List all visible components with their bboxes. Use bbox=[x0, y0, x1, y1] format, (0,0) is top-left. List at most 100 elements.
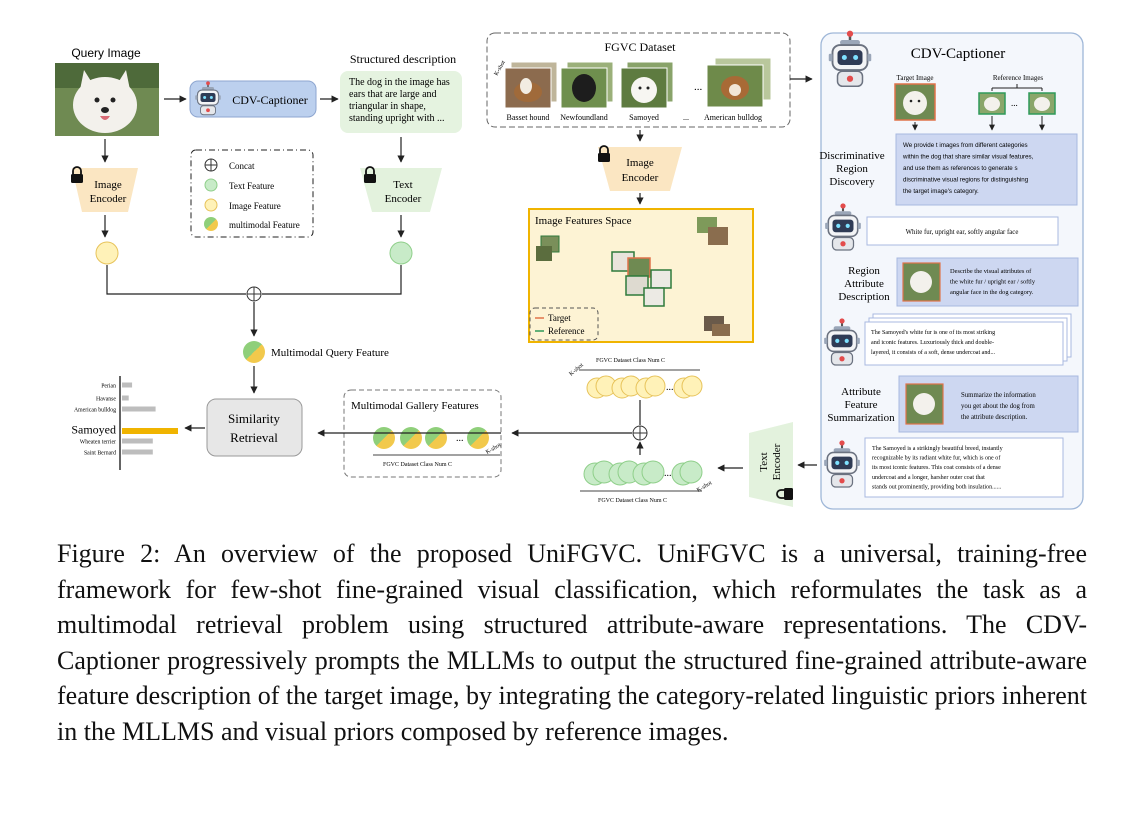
dataset-class-label: Newfoundland bbox=[560, 113, 608, 122]
answer-summary: The Samoyed is a strikingly beautiful br… bbox=[864, 437, 1064, 498]
text-line: discriminative visual regions for distin… bbox=[903, 177, 1029, 184]
svg-text:Text: Text bbox=[393, 179, 412, 191]
svg-text:Region: Region bbox=[836, 163, 868, 175]
ranking-label: Samoyed bbox=[71, 423, 116, 437]
gallery-image-features: FGVC Dataset Class Num C K-shot ... bbox=[568, 358, 703, 399]
svg-text:Attribute: Attribute bbox=[841, 386, 881, 398]
middle-text-encoder: Text Encoder bbox=[749, 422, 794, 507]
svg-text:Discovery: Discovery bbox=[829, 176, 875, 188]
ranking-bar bbox=[122, 438, 153, 444]
svg-text:Image Feature: Image Feature bbox=[229, 201, 281, 211]
framework-diagram: Query Image CDV-Captioner Structured des… bbox=[55, 29, 1084, 510]
structured-description-label: Structured description bbox=[350, 52, 456, 66]
dataset-american-bulldog bbox=[706, 57, 772, 108]
text-line: stands out prominently, providing both i… bbox=[872, 484, 1002, 490]
figure-caption: Figure 2: An overview of the proposed Un… bbox=[57, 539, 1087, 746]
svg-text:The Samoyed is a strikingly be: The Samoyed is a strikingly beautiful br… bbox=[872, 445, 1004, 490]
svg-text:...: ... bbox=[664, 468, 672, 479]
svg-text:Encoder: Encoder bbox=[771, 443, 783, 480]
text-line: We provide t images from different categ… bbox=[903, 142, 1028, 149]
svg-text:Summarization: Summarization bbox=[827, 412, 895, 424]
svg-text:Similarity: Similarity bbox=[228, 411, 281, 426]
svg-text:The Samoyed's white fur is one: The Samoyed's white fur is one of its mo… bbox=[871, 329, 996, 356]
middle-image-encoder: Image Encoder bbox=[597, 145, 682, 191]
text-line: layered, it consists of a soft, dense un… bbox=[871, 349, 996, 356]
svg-text:Text: Text bbox=[758, 452, 770, 471]
ranking-label: Wheaten terrier bbox=[80, 440, 116, 446]
text-line: its most iconic features. This coat cons… bbox=[872, 464, 1001, 471]
query-image-label: Query Image bbox=[71, 46, 141, 60]
text-line: Describe the visual attributes of bbox=[950, 268, 1032, 275]
answer-regions: White fur, upright ear, softly angular f… bbox=[866, 216, 1059, 246]
ranking-bar bbox=[122, 449, 153, 455]
feature-legend: Concat Text Feature Image Feature multim… bbox=[190, 149, 314, 238]
text-line: angular face in the dog category. bbox=[950, 289, 1034, 296]
svg-text:Image: Image bbox=[626, 157, 654, 169]
svg-text:Feature: Feature bbox=[845, 399, 878, 411]
answer-attributes: The Samoyed's white fur is one of its mo… bbox=[864, 313, 1072, 366]
ranking-label: Perian bbox=[101, 384, 116, 390]
svg-text:Retrieval: Retrieval bbox=[230, 430, 278, 445]
fgvc-dataset-box: FGVC Dataset K-shot ... Basset ho bbox=[486, 32, 791, 128]
text-line: and use them as references to generate s bbox=[903, 165, 1018, 172]
svg-text:Image: Image bbox=[94, 179, 122, 191]
multimodal-query-feature-label: Multimodal Query Feature bbox=[271, 347, 389, 359]
svg-text:Reference: Reference bbox=[548, 326, 584, 336]
ranking-label: Havanse bbox=[96, 397, 116, 403]
text-line: Summarize the information bbox=[961, 392, 1036, 399]
svg-text:Concat: Concat bbox=[229, 161, 255, 171]
svg-text:Encoder: Encoder bbox=[622, 172, 659, 184]
query-dog-image bbox=[55, 63, 159, 136]
svg-text:FGVC Dataset Class Num C: FGVC Dataset Class Num C bbox=[383, 462, 452, 468]
svg-text:CDV-Captioner: CDV-Captioner bbox=[232, 93, 308, 107]
svg-text:K-shot: K-shot bbox=[485, 442, 502, 456]
ranking-label: American bulldog bbox=[74, 408, 116, 414]
svg-text:CDV-Captioner: CDV-Captioner bbox=[911, 46, 1005, 62]
text-line: within the dog that share similar visual… bbox=[902, 154, 1034, 161]
svg-text:Target Image: Target Image bbox=[897, 74, 934, 82]
prompt-description: Describe the visual attributes of the whi… bbox=[896, 257, 1079, 307]
dataset-class-label: ... bbox=[683, 113, 689, 122]
text-line: the attribute description. bbox=[961, 414, 1028, 421]
text-line: you get about the dog from bbox=[961, 403, 1036, 410]
ranking-bar bbox=[122, 382, 133, 388]
svg-text:Attribute: Attribute bbox=[844, 278, 884, 290]
svg-text:K-shot: K-shot bbox=[696, 480, 713, 494]
dataset-class-label: Samoyed bbox=[629, 113, 659, 122]
similarity-retrieval-box: Similarity Retrieval bbox=[206, 398, 303, 457]
svg-text:Encoder: Encoder bbox=[385, 193, 422, 205]
image-features-space: Image Features Space Target Reference bbox=[528, 208, 754, 343]
query-image-feature bbox=[95, 241, 119, 265]
svg-text:FGVC Dataset Class Num C: FGVC Dataset Class Num C bbox=[598, 498, 667, 504]
dataset-newfoundland bbox=[560, 61, 614, 109]
text-line: standing upright with ... bbox=[349, 113, 445, 124]
left-image-encoder: Image Encoder bbox=[70, 166, 138, 212]
ranking-bar bbox=[122, 428, 178, 434]
middle-concat-operator bbox=[632, 425, 648, 441]
dataset-class-label: Basset hound bbox=[507, 113, 550, 122]
svg-text:We provide t images from diffe: We provide t images from different categ… bbox=[902, 142, 1034, 195]
svg-text:Region: Region bbox=[848, 265, 880, 277]
svg-text:Discriminative: Discriminative bbox=[819, 150, 884, 162]
text-line: The dog in the image has bbox=[349, 77, 450, 88]
ranking-label: Saint Bernard bbox=[84, 451, 116, 457]
text-line: the target image's category. bbox=[903, 188, 979, 195]
text-line: The Samoyed's white fur is one of its mo… bbox=[871, 329, 995, 336]
ranking-bar bbox=[122, 395, 129, 401]
text-line: the white fur / upright ear / softly bbox=[950, 279, 1036, 286]
svg-text:FGVC Dataset Class Num C: FGVC Dataset Class Num C bbox=[596, 358, 665, 364]
svg-text:Text Feature: Text Feature bbox=[229, 181, 274, 191]
svg-text:FGVC Dataset: FGVC Dataset bbox=[605, 40, 677, 54]
svg-text:White fur, upright ear, softly: White fur, upright ear, softly angular f… bbox=[906, 229, 1019, 236]
text-line: recognizable by its radiant white fur, w… bbox=[872, 455, 1001, 462]
query-text-feature bbox=[389, 241, 413, 265]
gallery-text-features: ... FGVC Dataset Class Num C K-shot bbox=[580, 460, 713, 504]
prompt-summarization: Summarize the information you get about t… bbox=[898, 375, 1079, 433]
svg-text:...: ... bbox=[694, 81, 703, 93]
concat-operator bbox=[246, 286, 262, 302]
cdv-captioner-panel: CDV-Captioner Target Image Reference Ima… bbox=[819, 29, 1084, 510]
